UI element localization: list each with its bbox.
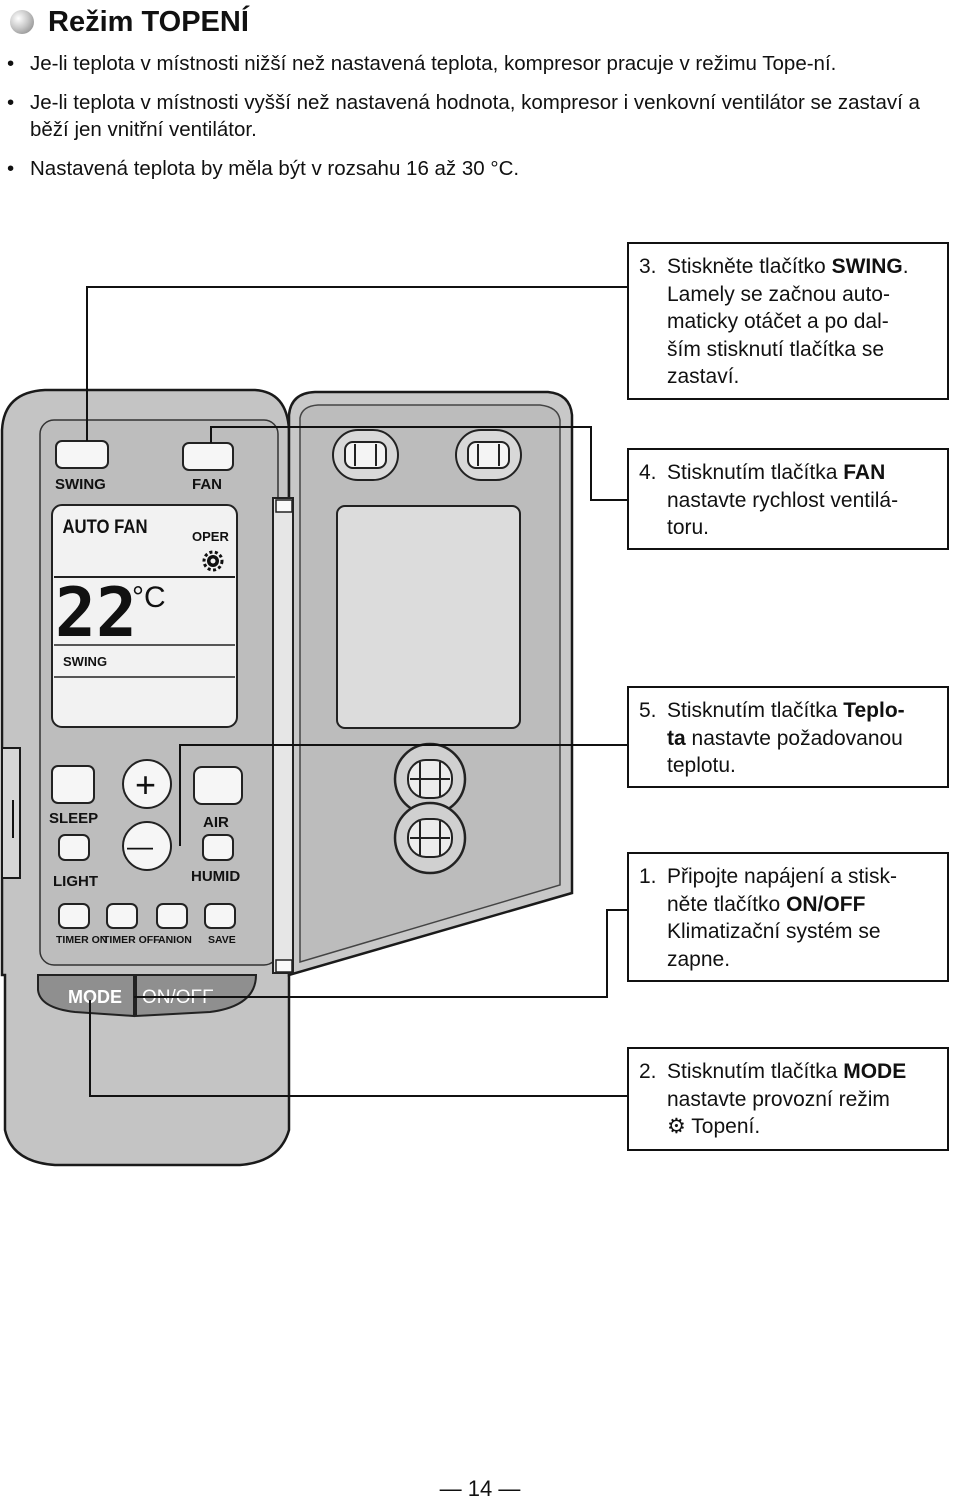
intro-item: • Nastavená teplota by měla být v rozsahu… xyxy=(0,155,960,182)
onoff-button[interactable] xyxy=(135,974,258,1018)
callout-number: 4. xyxy=(639,461,657,484)
humid-label: HUMID xyxy=(191,868,240,885)
callout-keyword: SWING xyxy=(831,255,903,278)
bullet-dot: • xyxy=(7,91,15,114)
remote-side-clip xyxy=(1,747,21,879)
light-label: LIGHT xyxy=(53,873,98,890)
bullet-dot: • xyxy=(7,157,15,180)
callout-number: 1. xyxy=(639,865,657,888)
intro-list: • Je-li teplota v místnosti nižší než nas… xyxy=(0,50,960,194)
callout-text: Stisknutím tlačítka xyxy=(667,1060,844,1083)
callout-text: . xyxy=(902,255,909,278)
lcd-unit: °C xyxy=(132,581,166,614)
temp-plus-button[interactable] xyxy=(122,759,172,809)
section-heading: Režim TOPENÍ xyxy=(10,4,249,40)
anion-label: ANION xyxy=(158,934,192,946)
callout-text: Připojte napájení a stisk- xyxy=(667,865,897,888)
light-button[interactable] xyxy=(58,834,90,861)
callout-text: Stiskněte tlačítko xyxy=(667,255,832,278)
callout-temperature: 5. Stisknutím tlačítka Teplo- ta nastavte… xyxy=(627,686,949,788)
swing-button[interactable] xyxy=(55,440,109,469)
lcd-screen xyxy=(51,504,238,728)
callout-number: 2. xyxy=(639,1060,657,1083)
callout-keyword: MODE xyxy=(843,1060,907,1083)
callout-text: ⚙ Topení. xyxy=(667,1115,761,1138)
intro-text: Je-li teplota v místnosti nižší než nast… xyxy=(30,52,837,75)
sleep-button[interactable] xyxy=(51,765,95,804)
callout-text: Stisknutím tlačítka xyxy=(667,461,844,484)
save-label: SAVE xyxy=(208,934,236,946)
lid-swing-pill-icon xyxy=(332,429,399,481)
leader-lines xyxy=(86,286,627,1097)
callout-onoff: 1. Připojte napájení a stisk- něte tlačít… xyxy=(627,852,949,982)
callout-text: Stisknutím tlačítka xyxy=(667,699,844,722)
bullet-dot: • xyxy=(7,52,15,75)
humid-button[interactable] xyxy=(202,834,234,861)
callout-text: Klimatizační systém se xyxy=(667,920,881,943)
page-number: — 14 — xyxy=(439,1476,521,1501)
anion-button[interactable] xyxy=(156,903,188,929)
callout-keyword: FAN xyxy=(843,461,886,484)
callout-text: něte tlačítko xyxy=(667,892,787,916)
callout-line: ta nastavte požadovanou xyxy=(639,725,937,753)
timer-off-button[interactable] xyxy=(106,903,138,929)
temp-minus-button[interactable] xyxy=(122,821,172,871)
heading-bullet-icon xyxy=(10,10,34,34)
timer-on-label: TIMER ON xyxy=(56,934,107,946)
intro-text: Nastavená teplota by měla být v rozsahu … xyxy=(30,157,520,180)
lid-window xyxy=(336,505,521,729)
fan-label: FAN xyxy=(192,476,222,493)
callout-line: něte tlačítko ON/OFF xyxy=(639,891,937,919)
callout-swing: 3. Stiskněte tlačítko SWING. Lamely se za… xyxy=(627,242,949,400)
callout-keyword: Teplo- xyxy=(843,699,905,722)
callout-keyword: ON/OFF xyxy=(786,892,866,916)
callout-text: Lamely se začnou auto- xyxy=(667,282,890,306)
callout-mode: 2. Stisknutím tlačítka MODE nastavte prov… xyxy=(627,1047,949,1151)
callout-text: zastaví. xyxy=(667,365,740,388)
callout-text: zapne. xyxy=(667,947,731,971)
lcd-swing: SWING xyxy=(63,654,107,669)
save-button[interactable] xyxy=(204,903,236,929)
intro-text: Je-li teplota v místnosti vyšší než nast… xyxy=(30,91,920,141)
temp-plus-icon: + xyxy=(135,764,156,805)
callout-text: nastavte provozní režim xyxy=(667,1087,890,1111)
intro-item: • Je-li teplota v místnosti nižší než nas… xyxy=(0,50,960,77)
timer-on-button[interactable] xyxy=(58,903,90,929)
lcd-heat-sun-icon xyxy=(202,550,224,572)
callout-text: maticky otáčet a po dal- xyxy=(667,310,889,333)
lid-temp-down-icon xyxy=(393,801,467,875)
timer-off-label: TIMER OFF xyxy=(103,934,160,946)
callout-fan: 4. Stisknutím tlačítka FAN nastavte rychl… xyxy=(627,448,949,550)
callout-number: 3. xyxy=(639,255,657,278)
mode-button[interactable] xyxy=(37,974,135,1018)
mode-label: MODE xyxy=(68,987,122,1007)
callout-keyword: ta xyxy=(667,726,686,750)
sleep-label: SLEEP xyxy=(49,810,98,827)
callout-text: teplotu. xyxy=(667,754,736,777)
heading-title: Režim TOPENÍ xyxy=(48,5,249,38)
lcd-auto-fan: AUTO FAN xyxy=(62,516,147,537)
callout-text: toru. xyxy=(667,516,710,539)
lcd-temperature: 22 xyxy=(55,574,137,653)
callout-text: nastavte rychlost ventilá- xyxy=(667,488,899,512)
temp-minus-icon: — xyxy=(127,831,153,861)
lid-temp-up-icon xyxy=(393,742,467,816)
lcd-oper: OPER xyxy=(192,529,229,544)
fan-button[interactable] xyxy=(182,442,234,471)
swing-label: SWING xyxy=(55,476,106,493)
lid-fan-pill-icon xyxy=(455,429,522,481)
callout-text: nastavte požadovanou xyxy=(685,726,903,750)
air-button[interactable] xyxy=(193,766,243,805)
callout-number: 5. xyxy=(639,699,657,722)
intro-item: • Je-li teplota v místnosti vyšší než nas… xyxy=(0,89,960,143)
remote-hinge xyxy=(272,497,294,974)
air-label: AIR xyxy=(203,814,229,831)
callout-text: ším stisknutí tlačítka se xyxy=(667,337,885,361)
